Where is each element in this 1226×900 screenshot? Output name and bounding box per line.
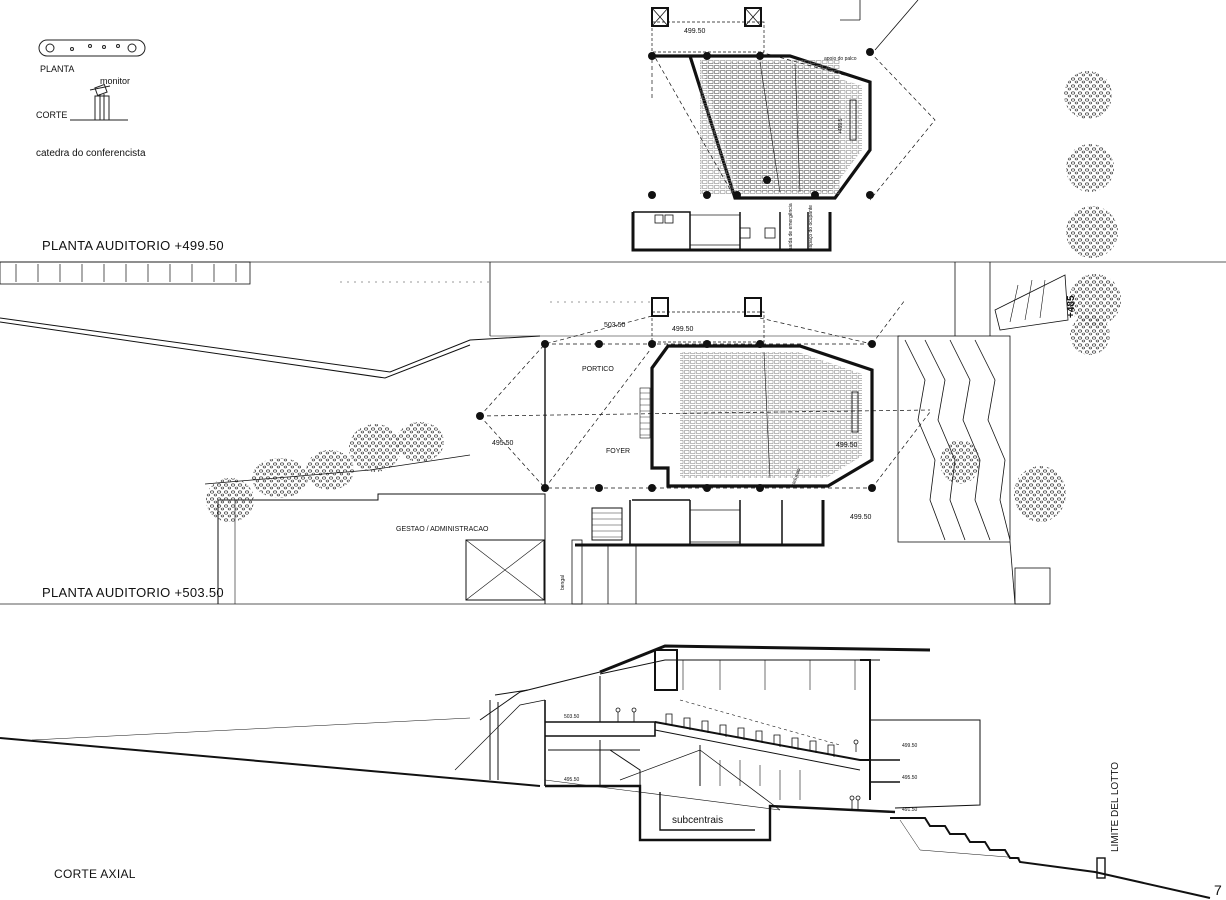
section-level-499: 499.50 <box>902 743 918 749</box>
plan-lower-title: PLANTA AUDITORIO +503.50 <box>42 585 224 600</box>
legend-caption: catedra do conferencista <box>36 148 146 159</box>
plan-lower-dim-503: 503.50 <box>604 322 626 329</box>
legend-monitor-label: monitor <box>100 76 131 86</box>
section-level-495-right: 495.50 <box>902 775 918 781</box>
section-limite-del-lotto: LIMITE DEL LOTTO <box>1110 761 1121 852</box>
section-subcentrais: subcentrais <box>672 815 724 826</box>
section-title: CORTE AXIAL <box>54 867 136 881</box>
tree-cluster-lower <box>206 422 1066 522</box>
sheet-dividers <box>0 261 1226 605</box>
section-level-495: 495.50 <box>564 777 580 783</box>
section-level-491: 491.50 <box>902 807 918 813</box>
plan-upper-room-b: espaço do ocupante <box>808 204 814 250</box>
plan-upper-title: PLANTA AUDITORIO +499.50 <box>42 238 224 253</box>
plan-lower-admin: GESTAO / ADMINISTRACAO <box>396 526 489 533</box>
plan-lower-dim-499-right: 499.50 <box>836 442 858 449</box>
page-number: 7 <box>1214 882 1222 898</box>
legend-planta-label: PLANTA <box>40 64 75 74</box>
lectern-plan-symbol <box>38 39 146 57</box>
plan-lower-level-485: +485 <box>1066 295 1077 318</box>
plan-lower-foyer: FOYER <box>606 448 631 455</box>
plan-upper-dim-top: 499.50 <box>684 28 706 35</box>
plan-auditorium-503 <box>0 261 1069 605</box>
plan-lower-bengal: bengal <box>560 574 566 590</box>
plan-upper-room-a: saída de emergência <box>788 203 794 250</box>
legend-corte-label: CORTE <box>36 110 68 120</box>
section-axial <box>0 644 1211 899</box>
plan-lower-dim-499-top: 499.50 <box>672 326 694 333</box>
plan-upper-stage-support: apoio do palco <box>824 56 857 62</box>
section-level-503: 503.50 <box>564 714 580 720</box>
plan-lower-portico: PORTICO <box>582 366 614 373</box>
lectern-section-symbol <box>70 83 128 121</box>
plan-lower-dim-499-bottom: 499.50 <box>850 514 872 521</box>
plan-auditorium-499 <box>631 0 936 252</box>
legend-lectern <box>38 39 146 121</box>
plan-lower-dim-495: 495.50 <box>492 440 514 447</box>
tree-row-right <box>1064 71 1121 355</box>
plan-upper-stage-level: +499.5 <box>838 118 844 134</box>
